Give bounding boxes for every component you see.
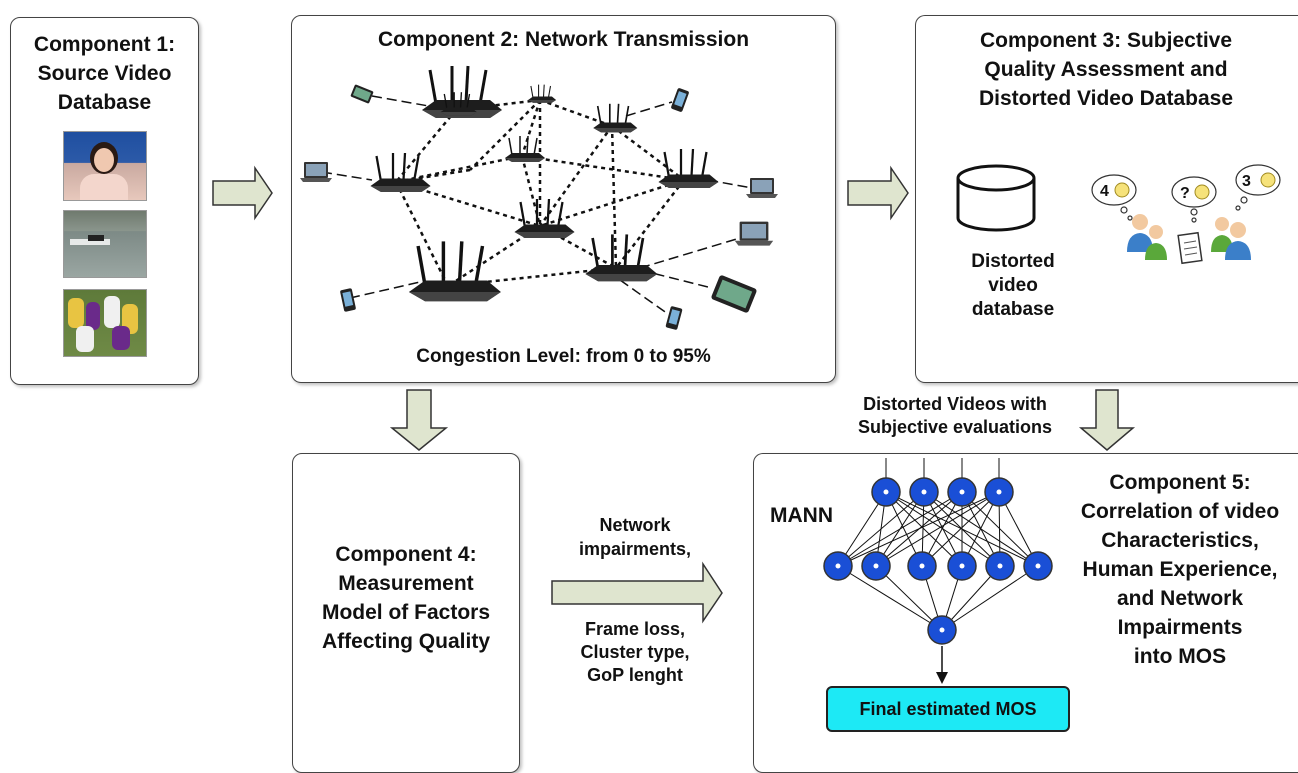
assessor-group-right	[1211, 217, 1251, 260]
component-2-title: Component 2: Network Transmission	[377, 28, 750, 51]
mann-connection	[921, 491, 1000, 567]
rating-text-1: 4	[1100, 183, 1109, 200]
mann-label: MANN	[770, 504, 833, 527]
laptop-icon-3	[734, 221, 774, 246]
mann-connection	[875, 565, 943, 631]
router-icon-small-2	[527, 84, 557, 104]
router-icon-6	[657, 147, 720, 190]
component-4-box: Component 4: Measurement Model of Factor…	[292, 453, 520, 773]
mann-connection	[875, 491, 1000, 567]
mann-neuron-dot	[919, 563, 925, 569]
edge-label-network-impairments: Network impairments,	[578, 515, 692, 559]
mann-connections	[837, 458, 1039, 631]
arrow-c3-to-c5	[1078, 389, 1136, 451]
video-thumbnail-news-anchor	[63, 131, 147, 201]
network-links	[394, 98, 685, 288]
router-icon-8	[584, 233, 659, 283]
mann-neuron-dot	[959, 563, 965, 569]
component-1-title: Component 1: Source Video Database	[33, 33, 176, 114]
rating-text-2: ?	[1180, 185, 1190, 202]
mann-neuron-dot	[921, 489, 927, 495]
database-icon	[956, 164, 1036, 232]
arrow-c1-to-c2	[212, 165, 273, 221]
mann-neuron-dot	[959, 489, 965, 495]
final-estimated-mos-box: Final estimated MOS	[826, 686, 1070, 732]
phone-icon-2	[339, 287, 357, 313]
mann-connection	[941, 565, 1039, 631]
mann-connection	[837, 491, 1000, 567]
mann-connection	[837, 491, 963, 567]
tablet-icon-1	[350, 84, 374, 104]
mann-neuron-dot	[1035, 563, 1041, 569]
laptop-icon-1	[300, 162, 332, 182]
component-4-title: Component 4: Measurement Model of Factor…	[321, 543, 490, 653]
phone-icon-3	[665, 305, 683, 331]
arrow-c4-to-c5	[551, 561, 723, 624]
mann-connection	[837, 565, 943, 631]
edge-label-distorted-videos: Distorted Videos with Subjective evaluat…	[857, 394, 1053, 437]
arrow-c2-to-c3	[847, 165, 909, 221]
router-icon-5	[369, 151, 432, 194]
distorted-db-label: Distorted video database	[971, 251, 1055, 320]
mann-neuron-dot	[835, 563, 841, 569]
component-5-title: Component 5: Correlation of video Charac…	[1080, 471, 1280, 668]
component-3-title: Component 3: Subjective Quality Assessme…	[978, 29, 1234, 110]
component-2-box: Component 2: Network Transmission Conges…	[291, 15, 836, 383]
rating-bubbles	[1091, 164, 1281, 223]
mann-neurons	[823, 477, 1053, 645]
video-thumbnail-boat	[63, 210, 147, 278]
mann-neuron-dot	[997, 563, 1003, 569]
rating-text-3: 3	[1242, 173, 1251, 190]
mann-neuron-dot	[939, 627, 945, 633]
assessor-group-left	[1127, 214, 1167, 260]
edge-label-frame-loss: Frame loss, Cluster type, GoP lenght	[580, 619, 690, 685]
diagram-canvas: 4 ? 3	[212, 64, 1281, 684]
arrow-c2-to-c4	[389, 389, 449, 451]
clipboard-icon	[1177, 231, 1203, 265]
component-2-caption: Congestion Level: from 0 to 95%	[416, 346, 711, 367]
mann-neuron-dot	[996, 489, 1002, 495]
smiley-icons	[1114, 172, 1276, 200]
router-icon-9	[407, 239, 503, 303]
phone-icon-1	[670, 87, 690, 113]
mann-connection	[837, 491, 925, 567]
mann-neuron-dot	[883, 489, 889, 495]
video-thumbnail-football	[63, 289, 147, 357]
router-icon-3	[592, 102, 639, 134]
laptop-icon-2	[746, 178, 778, 198]
tablet-icon-2	[710, 274, 758, 314]
mann-connection	[885, 491, 963, 567]
mann-neuron-dot	[873, 563, 879, 569]
output-arrow-head	[936, 672, 948, 684]
